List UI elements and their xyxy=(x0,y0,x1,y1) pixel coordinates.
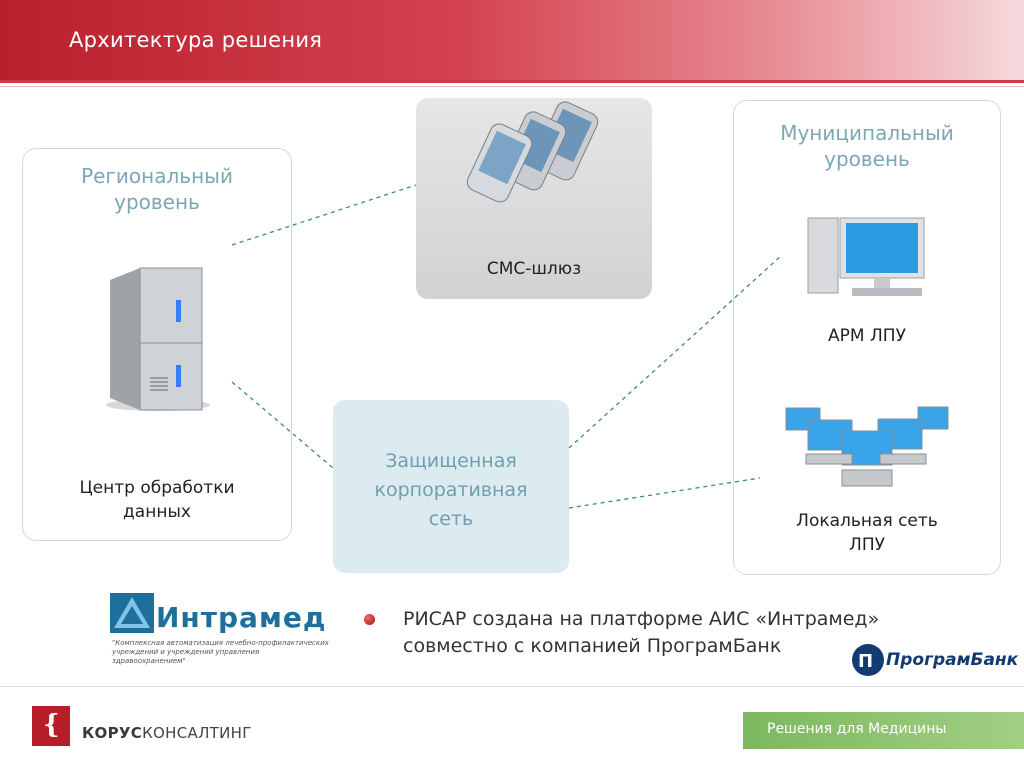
connector-regional-sms xyxy=(231,184,417,246)
korus-logo-text: КОРУСКОНСАЛТИНГ xyxy=(82,724,252,742)
phones-icon xyxy=(466,101,599,203)
footer-badge: Решения для Медицины xyxy=(743,712,1024,749)
connector-network-lan xyxy=(568,477,761,509)
sms-gateway-label: СМС-шлюз xyxy=(486,259,582,279)
lan-computers-icon xyxy=(785,406,949,487)
workstation-icon xyxy=(807,217,925,296)
info-line1: РИСАР создана на платформе АИС «Интрамед… xyxy=(403,608,880,630)
regional-level-line2: уровень xyxy=(114,190,200,214)
data-center-label: Центр обработки данных xyxy=(22,476,292,524)
network-line2: корпоративная xyxy=(374,479,528,501)
intramed-logo-text: Интрамед xyxy=(156,601,327,634)
header-divider xyxy=(0,80,1024,83)
korus-rest: КОНСАЛТИНГ xyxy=(142,724,252,742)
network-line1: Защищенная xyxy=(385,450,517,472)
slide-title: Архитектура решения xyxy=(69,28,323,52)
server-icon xyxy=(106,267,210,411)
programbank-logo-icon: П xyxy=(852,644,884,676)
regional-level-line1: Региональный xyxy=(81,164,233,188)
footer-badge-label: Решения для Медицины xyxy=(767,721,947,737)
footer-divider xyxy=(0,686,1024,687)
lan-lpu-label: Локальная сеть ЛПУ xyxy=(733,509,1001,557)
municipal-level-box xyxy=(733,100,1001,575)
intramed-tagline: "Комплексная автоматизация лечебно-профи… xyxy=(112,639,329,665)
lan-line2: ЛПУ xyxy=(849,535,885,555)
municipal-level-line1: Муниципальный xyxy=(780,121,954,145)
network-line3: сеть xyxy=(428,508,474,530)
korus-logo-icon: { xyxy=(32,706,70,746)
korus-bold: КОРУС xyxy=(82,724,143,742)
arm-lpu-label: АРМ ЛПУ xyxy=(828,326,906,346)
programbank-logo-text: ПрограмБанк xyxy=(886,650,1019,670)
corporate-network-box xyxy=(333,400,569,573)
data-center-line2: данных xyxy=(123,502,191,522)
connector-network-arm xyxy=(568,254,783,449)
svg-text:П: П xyxy=(858,651,873,672)
municipal-level-label: Муниципальный уровень xyxy=(733,120,1001,172)
intramed-logo-icon xyxy=(110,593,154,633)
header-divider-thin xyxy=(0,86,1024,87)
regional-level-label: Региональный уровень xyxy=(22,163,292,215)
bullet-icon xyxy=(364,614,375,625)
info-text: РИСАР создана на платформе АИС «Интрамед… xyxy=(403,606,879,660)
lan-line1: Локальная сеть xyxy=(796,511,938,531)
header-bar xyxy=(0,0,1024,80)
data-center-line1: Центр обработки xyxy=(79,478,235,498)
connector-regional-network xyxy=(231,381,334,469)
info-line2: совместно с компанией ПрограмБанк xyxy=(403,635,782,657)
corporate-network-label: Защищенная корпоративная сеть xyxy=(333,447,569,534)
municipal-level-line2: уровень xyxy=(824,147,910,171)
